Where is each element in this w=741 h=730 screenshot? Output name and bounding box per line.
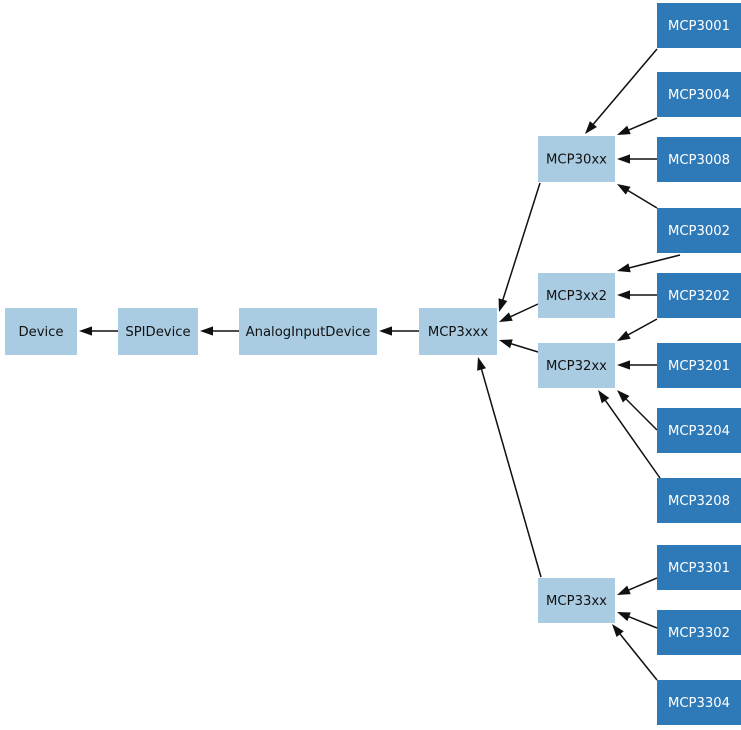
arrowhead-icon (617, 125, 631, 135)
arrowhead-icon (585, 121, 597, 134)
arrowhead-icon (617, 585, 631, 595)
node-mcp3201[interactable]: MCP3201 (657, 343, 741, 388)
node-box-mcp3xxx[interactable] (419, 308, 497, 355)
node-analoginputdevice[interactable]: AnalogInputDevice (239, 308, 377, 355)
node-box-mcp3304[interactable] (657, 680, 741, 725)
arrowhead-icon (612, 624, 624, 638)
node-box-mcp3004[interactable] (657, 72, 741, 117)
edge-mcp30xx-to-mcp3xxx (498, 182, 541, 312)
edge-mcp3302-to-mcp33xx (617, 612, 658, 629)
node-box-mcp30xx[interactable] (538, 136, 615, 182)
node-spidevice[interactable]: SPIDevice (118, 308, 198, 355)
edge-mcp3304-to-mcp33xx (612, 624, 658, 681)
edge-line (618, 632, 658, 681)
node-mcp3002[interactable]: MCP3002 (657, 208, 741, 253)
node-mcp32xx[interactable]: MCP32xx (538, 343, 615, 388)
edge-mcp3001-to-mcp3xx2 (617, 254, 681, 273)
edge-line (626, 615, 658, 629)
edge-layer (79, 48, 681, 681)
node-box-mcp3xx2[interactable] (538, 273, 615, 318)
arrowhead-icon (617, 390, 630, 403)
arrowhead-icon (379, 326, 392, 336)
edge-mcp32xx-to-mcp3xxx (499, 339, 539, 353)
edge-line (480, 367, 542, 578)
edge-spidevice-to-device (79, 326, 118, 336)
node-mcp3304[interactable]: MCP3304 (657, 680, 741, 725)
node-box-mcp3202[interactable] (657, 273, 741, 318)
edge-mcp3208-to-mcp32xx (598, 390, 661, 479)
node-box-mcp33xx[interactable] (538, 578, 615, 623)
edge-mcp3xx2-to-mcp3xxx (499, 303, 539, 322)
arrowhead-icon (498, 298, 508, 312)
edge-line (624, 397, 658, 431)
edge-mcp3002-to-mcp30xx (617, 184, 658, 209)
edge-line (509, 342, 539, 353)
edge-mcp3004-to-mcp30xx (617, 117, 658, 135)
node-mcp3001[interactable]: MCP3001 (657, 3, 741, 48)
node-box-mcp3002[interactable] (657, 208, 741, 253)
node-mcp3004[interactable]: MCP3004 (657, 72, 741, 117)
arrowhead-icon (617, 290, 630, 300)
edge-line (626, 577, 658, 592)
edge-line (508, 303, 539, 319)
node-mcp33xx[interactable]: MCP33xx (538, 578, 615, 623)
edge-mcp3202-to-mcp32xx (617, 318, 658, 341)
node-box-analoginputdevice[interactable] (239, 308, 377, 355)
arrowhead-icon (617, 612, 631, 622)
arrowhead-icon (477, 357, 487, 371)
arrowhead-icon (598, 390, 610, 404)
node-mcp3008[interactable]: MCP3008 (657, 137, 741, 182)
edge-mcp3201-to-mcp32xx (617, 360, 657, 370)
edge-analoginputdevice-to-spidevice (200, 326, 239, 336)
node-box-mcp3302[interactable] (657, 610, 741, 655)
node-mcp3xx2[interactable]: MCP3xx2 (538, 273, 615, 318)
edge-mcp33xx-to-mcp3xxx (477, 357, 542, 578)
edge-mcp3xxx-to-analoginputdevice (379, 326, 419, 336)
edge-line (626, 189, 658, 209)
edge-line (626, 117, 658, 132)
node-box-mcp32xx[interactable] (538, 343, 615, 388)
node-box-mcp3301[interactable] (657, 545, 741, 590)
arrowhead-icon (499, 339, 513, 349)
arrowhead-icon (200, 326, 213, 336)
node-box-mcp3001[interactable] (657, 3, 741, 48)
node-mcp3202[interactable]: MCP3202 (657, 273, 741, 318)
edge-mcp3008-to-mcp30xx (617, 154, 657, 164)
node-box-mcp3201[interactable] (657, 343, 741, 388)
edge-mcp3204-to-mcp32xx (617, 390, 658, 431)
arrowhead-icon (79, 326, 92, 336)
arrowhead-icon (617, 154, 630, 164)
edge-line (626, 318, 658, 337)
edge-line (501, 182, 541, 302)
node-box-mcp3204[interactable] (657, 408, 741, 453)
node-mcp3301[interactable]: MCP3301 (657, 545, 741, 590)
node-mcp30xx[interactable]: MCP30xx (538, 136, 615, 182)
edge-line (591, 48, 658, 127)
node-mcp3302[interactable]: MCP3302 (657, 610, 741, 655)
node-device[interactable]: Device (5, 308, 77, 355)
node-box-device[interactable] (5, 308, 77, 355)
edge-mcp3202-to-mcp3xx2 (617, 290, 657, 300)
edge-mcp3001-to-mcp30xx (585, 48, 658, 134)
edge-mcp3301-to-mcp33xx (617, 577, 658, 595)
edge-line (627, 254, 681, 270)
node-box-mcp3008[interactable] (657, 137, 741, 182)
arrowhead-icon (617, 330, 631, 341)
node-box-mcp3208[interactable] (657, 478, 741, 523)
node-mcp3xxx[interactable]: MCP3xxx (419, 308, 497, 355)
arrowhead-icon (617, 263, 631, 273)
node-box-spidevice[interactable] (118, 308, 198, 355)
arrowhead-icon (617, 184, 631, 195)
node-mcp3208[interactable]: MCP3208 (657, 478, 741, 523)
node-mcp3204[interactable]: MCP3204 (657, 408, 741, 453)
arrowhead-icon (617, 360, 630, 370)
edge-line (603, 398, 661, 479)
arrowhead-icon (499, 312, 513, 322)
